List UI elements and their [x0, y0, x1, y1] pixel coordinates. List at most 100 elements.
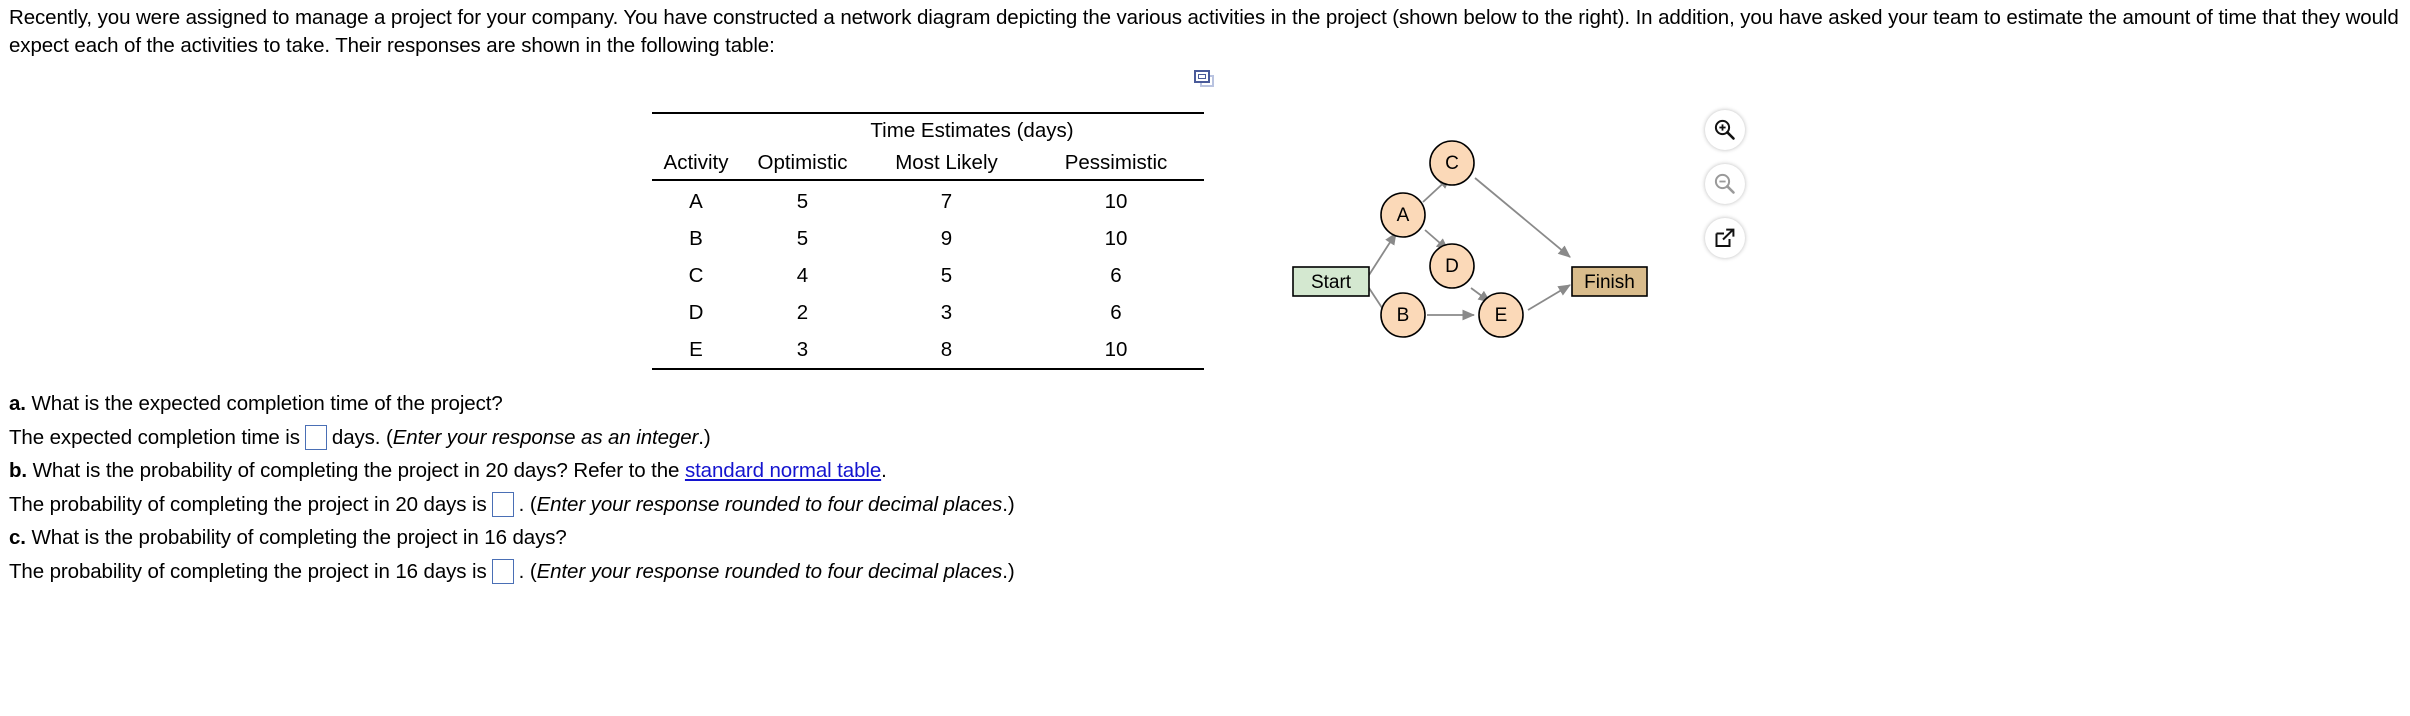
question-c-label: c. — [9, 526, 26, 549]
time-estimates-table: Time Estimates (days) Activity Optimisti… — [652, 112, 1204, 372]
column-header-most-likely: Most Likely — [895, 150, 998, 174]
finish-label: Finish — [1584, 272, 1635, 293]
cell-pessimistic: 6 — [1110, 263, 1122, 287]
question-a-label: a. — [9, 392, 26, 415]
cell-most-likely: 3 — [940, 300, 953, 324]
start-label: Start — [1311, 272, 1352, 293]
zoom-out-icon — [1714, 173, 1735, 194]
node-label-b: B — [1397, 305, 1410, 326]
open-in-new-window-icon — [1715, 228, 1735, 247]
question-c-answer-line: The probability of completing the projec… — [9, 559, 1015, 585]
question-b-answer-line: The probability of completing the projec… — [9, 492, 1015, 518]
diagram-node-finish: Finish — [1571, 266, 1648, 297]
cell-pessimistic: 10 — [1104, 226, 1128, 250]
question-c-answer-prefix: The probability of completing the projec… — [9, 560, 487, 583]
cell-most-likely: 7 — [940, 189, 953, 213]
open-in-new-window-button[interactable] — [1705, 218, 1745, 258]
zoom-in-icon — [1714, 119, 1735, 140]
group-header-time-estimates: Time Estimates (days) — [870, 119, 1074, 142]
node-label-e: E — [1495, 305, 1508, 326]
column-header-optimistic: Optimistic — [757, 150, 848, 174]
table-header-rule — [652, 179, 1204, 183]
cell-optimistic: 2 — [796, 300, 809, 324]
question-a-answer-line: The expected completion time is days. (En… — [9, 425, 711, 451]
cell-optimistic: 3 — [796, 337, 809, 361]
question-b-answer-suffix: . ( — [518, 493, 537, 516]
question-b-label: b. — [9, 459, 28, 482]
node-label-d: D — [1445, 256, 1459, 277]
question-a-answer-tail: .) — [698, 426, 711, 449]
node-label-a: A — [1397, 205, 1410, 226]
edge-c-to-finish — [1474, 177, 1571, 258]
cell-activity: E — [689, 337, 703, 361]
network-diagram: Start Finish C A D B E — [1275, 130, 1675, 350]
cell-pessimistic: 10 — [1104, 337, 1128, 361]
standard-normal-table-link[interactable]: standard normal table — [684, 459, 882, 482]
popout-front-window — [1194, 70, 1210, 83]
column-header-pessimistic: Pessimistic — [1064, 150, 1168, 174]
question-b-answer-hint: Enter your response rounded to four deci… — [536, 493, 1003, 516]
edge-e-to-finish — [1527, 284, 1571, 311]
question-c-answer-tail: .) — [1002, 560, 1015, 583]
question-b-text-tail: . — [881, 459, 887, 482]
node-circle-b — [1380, 292, 1426, 338]
cell-optimistic: 5 — [796, 189, 809, 213]
question-c-prompt: c. What is the probability of completing… — [9, 525, 567, 551]
cell-most-likely: 8 — [940, 337, 953, 361]
question-a-answer-hint: Enter your response as an integer — [392, 426, 699, 449]
question-a-answer-input[interactable] — [304, 425, 327, 450]
start-box — [1292, 266, 1370, 297]
table-row: D 2 3 6 — [652, 294, 1204, 331]
question-c-answer-hint: Enter your response rounded to four deci… — [536, 560, 1003, 583]
question-b-prompt: b. What is the probability of completing… — [9, 458, 887, 484]
cell-optimistic: 4 — [796, 263, 809, 287]
question-a-prompt: a. What is the expected completion time … — [9, 391, 503, 417]
cell-activity: B — [689, 226, 703, 250]
question-c-answer-suffix: . ( — [518, 560, 537, 583]
node-circle-c — [1429, 140, 1475, 186]
cell-most-likely: 9 — [940, 226, 953, 250]
question-a-answer-suffix: days. ( — [331, 426, 393, 449]
question-a-answer-prefix: The expected completion time is — [9, 426, 300, 449]
cell-most-likely: 5 — [940, 263, 953, 287]
table-row: C 4 5 6 — [652, 257, 1204, 294]
question-b-text: What is the probability of completing th… — [32, 459, 680, 482]
diagram-node-a: A — [1380, 192, 1426, 238]
finish-box — [1571, 266, 1648, 297]
table-row: A 5 7 10 — [652, 183, 1204, 220]
table-row: E 3 8 10 — [652, 331, 1204, 369]
table-column-header-row: Activity Optimistic Most Likely Pessimis… — [652, 146, 1204, 180]
edge-start-to-a — [1368, 232, 1397, 276]
table-row: B 5 9 10 — [652, 220, 1204, 257]
zoom-in-button[interactable] — [1705, 110, 1745, 150]
table-popout-icon[interactable] — [1194, 70, 1216, 88]
zoom-out-button[interactable] — [1705, 164, 1745, 204]
node-circle-e — [1478, 292, 1524, 338]
diagram-node-start: Start — [1292, 266, 1370, 297]
intro-paragraph: Recently, you were assigned to manage a … — [9, 6, 2399, 57]
diagram-node-e: E — [1478, 292, 1524, 338]
cell-optimistic: 5 — [796, 226, 809, 250]
cell-activity: A — [689, 189, 703, 213]
cell-activity: D — [688, 300, 704, 324]
cell-activity: C — [688, 263, 704, 287]
diagram-node-d: D — [1429, 243, 1475, 289]
cell-pessimistic: 10 — [1104, 189, 1128, 213]
question-b-answer-input[interactable] — [491, 492, 514, 517]
group-header-spacer — [652, 116, 740, 146]
question-c-text: What is the probability of completing th… — [31, 526, 567, 549]
table-bottom-rule — [652, 368, 1204, 372]
question-b-answer-prefix: The probability of completing the projec… — [9, 493, 487, 516]
node-label-c: C — [1445, 153, 1459, 174]
column-header-activity: Activity — [663, 150, 729, 174]
question-b-answer-tail: .) — [1002, 493, 1015, 516]
diagram-node-b: B — [1380, 292, 1426, 338]
question-c-answer-input[interactable] — [491, 559, 514, 584]
table-top-rule — [652, 112, 1204, 116]
question-a-text: What is the expected completion time of … — [31, 392, 503, 415]
table-group-header-row: Time Estimates (days) — [652, 116, 1204, 146]
node-circle-a — [1380, 192, 1426, 238]
diagram-node-c: C — [1429, 140, 1475, 186]
cell-pessimistic: 6 — [1110, 300, 1122, 324]
node-circle-d — [1429, 243, 1475, 289]
